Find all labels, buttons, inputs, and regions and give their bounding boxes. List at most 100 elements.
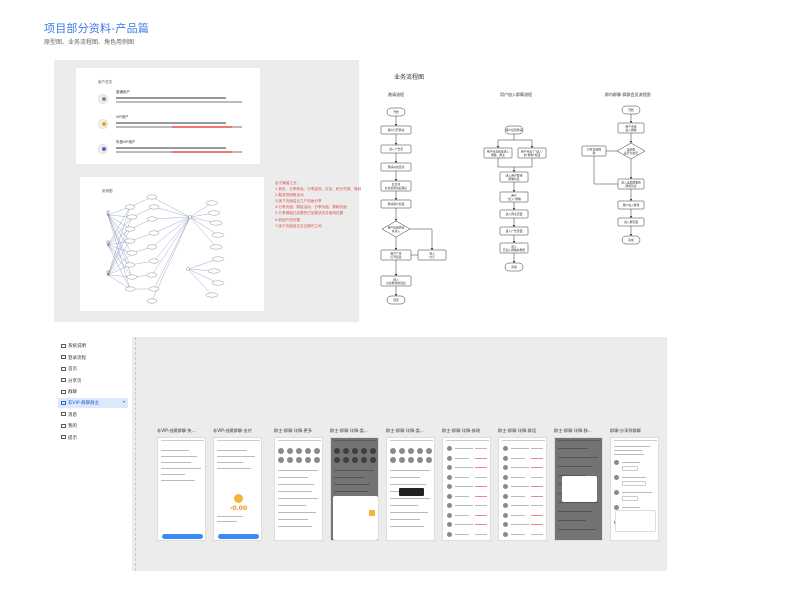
flow-arrow-head [394, 179, 398, 181]
use-case-header: 用例图 [102, 189, 113, 193]
flow-step-label: 群组列表 [625, 184, 636, 188]
role-row: 年度VIP用户 [98, 140, 248, 160]
flow-step-label: 用户点击了"进入" [521, 149, 544, 153]
flow-step-label: 开始 [393, 110, 399, 114]
page-subtitle: 原型图、业务流程图、角色用例图 [44, 39, 135, 46]
phone-screen[interactable] [386, 437, 435, 541]
sidebar-item-label: 群聊 [68, 390, 77, 395]
phone-screen[interactable]: -0.00 [213, 437, 262, 541]
flow-arrow-head [394, 161, 398, 163]
phone-screen[interactable] [157, 437, 206, 541]
flow-step-label: 用户进入群组 [623, 203, 640, 207]
user-avatar-icon [98, 119, 108, 129]
sidebar-item-label: 系统说明 [68, 344, 86, 349]
use-case-node [124, 262, 136, 268]
phone-screen[interactable] [442, 437, 491, 541]
phone-screen[interactable] [330, 437, 379, 541]
flow-step-label: 进入群主页面 [506, 212, 523, 216]
confirm-dialog[interactable] [562, 476, 597, 502]
flow-step-label: 好友受邀请后确认 [385, 186, 408, 190]
phone-screen[interactable] [498, 437, 547, 541]
member-avatar [305, 457, 311, 463]
prototype-board: 用户总览 普通用户 VIP用户 年度VIP用户 用例图 由于篇幅之分， 1.首页… [54, 60, 361, 322]
use-case-node [207, 210, 221, 216]
page-icon [61, 400, 66, 405]
sidebar-item-mine[interactable]: 我的 [58, 421, 128, 431]
use-case-node [146, 216, 158, 222]
use-case-node [124, 286, 136, 292]
note-line: 2.裂变拼团等活动 [275, 193, 304, 198]
lane-title: 用户加入群聊流程 [500, 92, 532, 97]
use-case-node [148, 286, 160, 292]
sidebar-item-login[interactable]: 登录流程 [58, 353, 128, 363]
phone-screen[interactable] [610, 437, 659, 541]
pay-button[interactable] [218, 534, 259, 539]
flow-step-label: 用户打开邀请 [388, 128, 405, 132]
chevron-down-icon: ▾ [122, 399, 125, 404]
sidebar-item-system[interactable]: 系统说明 [58, 341, 128, 351]
flow-arrow-head [496, 146, 500, 148]
page-icon [61, 366, 66, 371]
member-avatar [305, 448, 311, 454]
list-avatar [447, 446, 452, 451]
note-line: 4.分享页面，群组活动，分享页面，群聊页面 [275, 205, 347, 210]
flow-step-label: 并进入 [392, 229, 401, 233]
member-avatar [278, 457, 284, 463]
flow-arrow-head [512, 241, 516, 243]
flow-step-label: 已打开 [392, 182, 401, 186]
flow-terminator [504, 262, 524, 272]
use-case-node [146, 298, 158, 304]
use-case-diagram [106, 194, 225, 304]
role-name: VIP用户 [116, 115, 129, 119]
coin-icon [234, 494, 243, 503]
flow-step-label: 当前群 [627, 147, 636, 151]
flow-step-label: 邀请用户加载 [388, 202, 405, 206]
sidebar-item-messages[interactable]: 消息 [58, 410, 128, 420]
sidebar-item-label: 消息 [68, 412, 77, 418]
sidebar-item-group[interactable]: 群聊 [58, 387, 128, 397]
role-color-dot [102, 147, 106, 151]
page-icon [61, 355, 66, 359]
list-avatar [447, 484, 452, 489]
flow-step-label: 进入用户群组 [506, 173, 523, 177]
page-icon [61, 389, 66, 394]
flow-arrow-head [629, 199, 633, 201]
screen-title: 群主-群聊-详情-类... [330, 428, 368, 433]
lane-title: 邀请流程 [388, 92, 404, 97]
screen-title: 群聊-分享到群聊 [610, 428, 641, 433]
use-case-card: 用例图 [80, 177, 264, 311]
use-case-node [211, 232, 225, 238]
use-case-node [124, 226, 136, 232]
note-line: 7.版下页面结合交互操作之间 [275, 223, 322, 228]
list-avatar [503, 522, 508, 527]
screen-title: 非VIP-创建群聊-失... [157, 428, 196, 433]
use-case-node [188, 215, 192, 219]
flow-step-label: 进入群聊 [625, 128, 636, 132]
action-sheet[interactable] [333, 496, 378, 540]
sidebar-item-home[interactable]: 首页 [58, 364, 128, 374]
use-case-node [146, 194, 158, 200]
phone-screen[interactable] [554, 437, 603, 541]
note-line: 5.分享弹窗已加载的已加载状态并使用处置 [275, 211, 344, 216]
sidebar-item-share[interactable]: 分享页 [58, 376, 128, 386]
flow-step-label: 已加入群聊的群组 [503, 248, 526, 252]
page-icon [61, 378, 66, 382]
confirm-button[interactable] [162, 534, 203, 539]
list-avatar [503, 512, 508, 518]
use-case-node [209, 220, 223, 226]
sidebar-item-nonvip-owner[interactable]: 非VIP-群聊群主▾ [58, 398, 128, 408]
sidebar-item-tips[interactable]: 提示 [58, 433, 128, 443]
flow-arrow-head [512, 170, 516, 172]
use-case-node [186, 267, 190, 271]
use-case-node [211, 280, 225, 286]
toast-message [399, 488, 424, 496]
role-row: 普通用户 [98, 90, 248, 110]
use-case-node [205, 292, 219, 298]
note-line: 3.版下页面结合之产品画分享 [275, 199, 322, 204]
flow-step-label: 群聊列表 [508, 177, 519, 181]
list-avatar [447, 522, 452, 527]
list-avatar [503, 474, 508, 480]
share-panel[interactable] [615, 510, 656, 532]
screen-title: 群主-群聊-详情-群设 [498, 428, 537, 433]
phone-screen[interactable] [274, 437, 323, 541]
